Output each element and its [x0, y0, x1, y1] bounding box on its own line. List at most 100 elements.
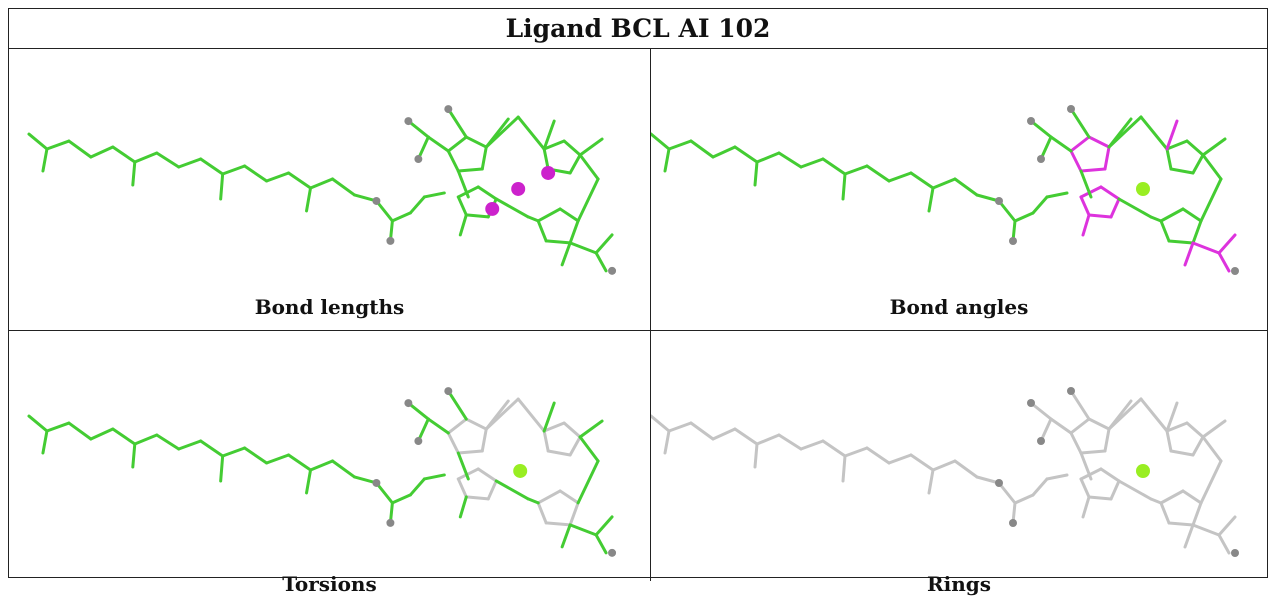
bond — [1117, 479, 1153, 501]
bond — [1201, 153, 1223, 181]
atom — [1231, 267, 1239, 275]
bond — [408, 195, 426, 215]
atom — [1067, 387, 1075, 395]
bond — [41, 429, 49, 455]
bond — [821, 157, 847, 176]
bond — [1159, 207, 1185, 223]
bond — [456, 451, 470, 481]
bond — [89, 145, 115, 159]
bond — [456, 185, 480, 199]
bond — [446, 149, 460, 173]
bond — [821, 439, 847, 458]
bond — [663, 147, 671, 173]
bond — [1159, 501, 1171, 525]
bond — [374, 481, 394, 505]
panel-bond-lengths: Bond lengths — [9, 49, 651, 331]
bond — [287, 171, 313, 190]
bond — [560, 523, 572, 549]
bond — [1165, 429, 1173, 453]
bond — [27, 414, 49, 433]
bond — [909, 453, 935, 472]
panel-bond-angles: Bond angles — [651, 49, 1267, 331]
bond — [131, 160, 137, 187]
bond — [456, 195, 468, 217]
bond — [1117, 197, 1153, 219]
bond — [1185, 421, 1205, 439]
bond — [733, 145, 759, 164]
bond — [45, 139, 71, 151]
bond — [1079, 449, 1107, 455]
bond — [464, 213, 490, 219]
bond — [464, 417, 488, 431]
bond — [1183, 523, 1195, 549]
bond — [865, 164, 891, 183]
bond — [594, 533, 608, 555]
bond — [1165, 421, 1189, 433]
bond — [544, 521, 572, 527]
bond — [1087, 135, 1111, 149]
bond — [927, 468, 935, 495]
atom — [511, 181, 526, 196]
bond — [558, 489, 580, 505]
panel-caption: Bond lengths — [254, 295, 405, 319]
bond — [1087, 417, 1111, 431]
bond — [753, 442, 759, 469]
atom — [995, 479, 1003, 487]
bond — [909, 171, 935, 190]
bond — [1107, 397, 1143, 431]
bond — [1079, 185, 1103, 199]
atom — [386, 518, 395, 527]
bond — [536, 207, 562, 223]
bond — [544, 239, 572, 245]
bond — [1103, 427, 1111, 453]
bond — [1069, 135, 1091, 153]
bond — [1201, 419, 1227, 439]
bond — [651, 414, 671, 433]
bond — [1069, 417, 1091, 435]
atom — [414, 437, 423, 446]
bond — [45, 421, 71, 433]
bond — [1191, 241, 1221, 255]
bond — [426, 417, 450, 435]
bond — [1029, 401, 1053, 421]
bond — [456, 449, 484, 455]
bond — [456, 467, 480, 481]
bond — [484, 397, 520, 431]
atom — [995, 197, 1003, 205]
bond — [1191, 153, 1205, 175]
bond — [155, 433, 181, 451]
bond — [1099, 467, 1121, 483]
bond — [568, 153, 582, 175]
bond — [843, 164, 869, 176]
bond — [1031, 195, 1049, 215]
bond — [1191, 523, 1221, 537]
bond — [568, 501, 580, 527]
bond — [406, 401, 430, 421]
bond — [41, 147, 49, 173]
bond — [476, 185, 498, 201]
bond — [265, 453, 291, 465]
bond — [305, 186, 313, 213]
bond — [406, 119, 430, 139]
bond — [753, 160, 759, 187]
bond — [667, 421, 693, 433]
bond — [243, 164, 269, 183]
bond — [1167, 239, 1195, 245]
bond — [446, 431, 460, 455]
bond — [1079, 451, 1093, 481]
bond — [199, 157, 225, 176]
bond — [651, 132, 671, 151]
bond — [1045, 473, 1069, 481]
atom — [404, 399, 413, 408]
bond — [446, 389, 468, 421]
bond — [1181, 489, 1203, 505]
panel-caption: Torsions — [282, 572, 377, 596]
bond — [568, 241, 598, 255]
panel-caption: Bond angles — [889, 295, 1029, 319]
bond — [1049, 135, 1073, 153]
bond — [887, 171, 913, 183]
bond — [1079, 195, 1091, 217]
bond — [1069, 431, 1083, 455]
bond — [1109, 479, 1121, 501]
bond — [464, 135, 488, 149]
